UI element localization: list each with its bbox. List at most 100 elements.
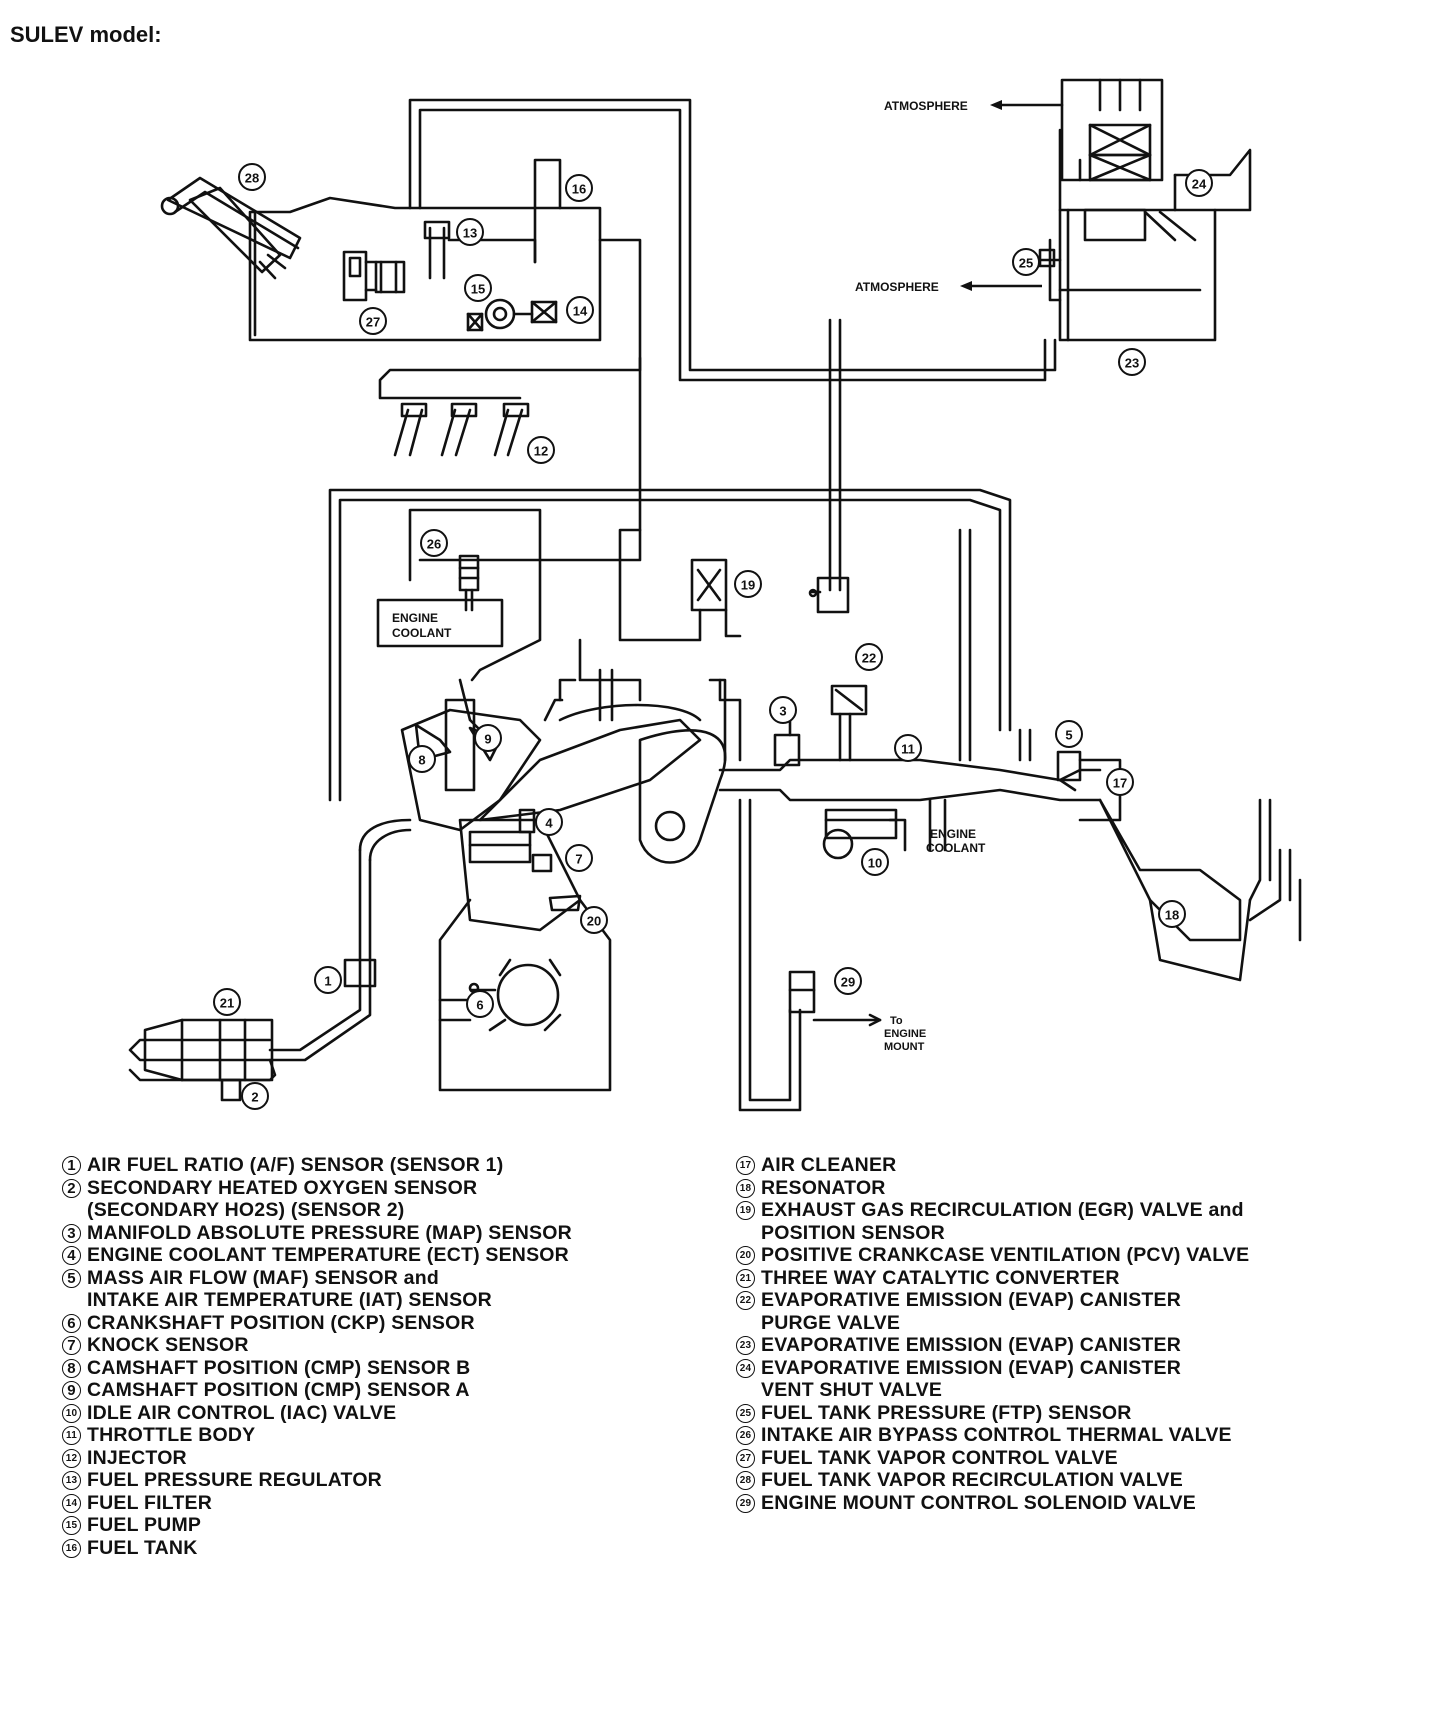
to-engine-mount-line2: ENGINE bbox=[884, 1028, 926, 1040]
legend-text: AIR CLEANER bbox=[761, 1154, 897, 1176]
legend-text: MANIFOLD ABSOLUTE PRESSURE (MAP) SENSOR bbox=[87, 1221, 572, 1244]
legend-item-3: 3 MANIFOLD ABSOLUTE PRESSURE (MAP) SENSOR bbox=[62, 1222, 572, 1245]
callout-number-8: 8 bbox=[418, 753, 425, 768]
legend-number: 1 bbox=[62, 1156, 81, 1175]
callout-number-6: 6 bbox=[476, 998, 483, 1013]
callout-circle-24 bbox=[1185, 169, 1213, 197]
callout-number-5: 5 bbox=[1065, 728, 1072, 743]
legend-number: 21 bbox=[736, 1268, 755, 1288]
legend-text: FUEL TANK bbox=[87, 1536, 198, 1559]
engine-coolant-box-line1: ENGINE bbox=[392, 611, 438, 625]
callout-circle-28 bbox=[238, 163, 266, 191]
callout-circle-19 bbox=[734, 570, 762, 598]
callout-circle-16 bbox=[565, 174, 593, 202]
legend-text: FUEL FILTER bbox=[87, 1491, 212, 1514]
legend-number: 8 bbox=[62, 1358, 81, 1378]
callout-circle-17 bbox=[1106, 768, 1134, 796]
callout-group: 1234567891011121314151617181920212223242… bbox=[213, 163, 1213, 1110]
legend-text: FUEL TANK VAPOR RECIRCULATION VALVE bbox=[761, 1469, 1183, 1491]
callout-circle-10 bbox=[861, 848, 889, 876]
legend-text: IDLE AIR CONTROL (IAC) VALVE bbox=[87, 1401, 397, 1424]
callout-number-20: 20 bbox=[587, 914, 601, 929]
legend-item-9: 9 CAMSHAFT POSITION (CMP) SENSOR A bbox=[62, 1379, 572, 1402]
legend-number: 5 bbox=[62, 1268, 81, 1288]
callout-number-7: 7 bbox=[575, 852, 582, 867]
to-engine-mount-line1: To bbox=[890, 1015, 903, 1027]
legend-number: 27 bbox=[736, 1448, 755, 1468]
callout-number-24: 24 bbox=[1192, 177, 1207, 192]
legend-item-16: 16 FUEL TANK bbox=[62, 1537, 572, 1560]
legend-text: EXHAUST GAS RECIRCULATION (EGR) VALVE an… bbox=[761, 1199, 1244, 1244]
legend-item-14: 14 FUEL FILTER bbox=[62, 1492, 572, 1515]
callout-circle-26 bbox=[420, 529, 448, 557]
legend-number: 24 bbox=[736, 1358, 755, 1378]
legend-number: 11 bbox=[62, 1426, 81, 1445]
callout-circle-12 bbox=[527, 436, 555, 464]
legend-text: FUEL TANK VAPOR CONTROL VALVE bbox=[761, 1446, 1118, 1469]
legend-number: 19 bbox=[736, 1201, 755, 1220]
callout-number-10: 10 bbox=[868, 856, 882, 871]
page-title: SULEV model: bbox=[10, 22, 162, 47]
legend-text: FUEL PRESSURE REGULATOR bbox=[87, 1469, 382, 1491]
legend-text: RESONATOR bbox=[761, 1176, 886, 1199]
callout-number-22: 22 bbox=[862, 651, 876, 666]
legend-text: FUEL PUMP bbox=[87, 1514, 202, 1536]
callout-number-2: 2 bbox=[251, 1090, 258, 1105]
legend-text: EVAPORATIVE EMISSION (EVAP) CANISTER PUR… bbox=[761, 1289, 1181, 1334]
legend-text: CAMSHAFT POSITION (CMP) SENSOR A bbox=[87, 1379, 470, 1401]
engine-coolant-iac-line1: ENGINE bbox=[930, 827, 976, 841]
legend-text: ENGINE COOLANT TEMPERATURE (ECT) SENSOR bbox=[87, 1244, 569, 1266]
legend-text: EVAPORATIVE EMISSION (EVAP) CANISTER bbox=[761, 1334, 1181, 1356]
legend-number: 29 bbox=[736, 1493, 755, 1513]
callout-circle-7 bbox=[565, 844, 593, 872]
legend-item-19: 19 EXHAUST GAS RECIRCULATION (EGR) VALVE … bbox=[736, 1199, 1249, 1244]
callout-circle-25 bbox=[1012, 248, 1040, 276]
legend-number: 16 bbox=[62, 1538, 81, 1558]
callout-number-15: 15 bbox=[471, 282, 485, 297]
legend-item-26: 26 INTAKE AIR BYPASS CONTROL THERMAL VALV… bbox=[736, 1424, 1249, 1447]
legend-text: INJECTOR bbox=[87, 1446, 187, 1469]
callout-number-3: 3 bbox=[779, 704, 786, 719]
callout-circle-29 bbox=[834, 967, 862, 995]
callout-circle-18 bbox=[1158, 900, 1186, 928]
callout-circle-8 bbox=[408, 745, 436, 773]
callout-number-13: 13 bbox=[463, 226, 477, 241]
legend-number: 6 bbox=[62, 1313, 81, 1333]
callout-number-23: 23 bbox=[1125, 356, 1139, 371]
legend-item-4: 4 ENGINE COOLANT TEMPERATURE (ECT) SENSOR bbox=[62, 1244, 572, 1267]
callout-number-4: 4 bbox=[545, 816, 553, 831]
callout-number-26: 26 bbox=[427, 537, 441, 552]
legend-number: 26 bbox=[736, 1426, 755, 1445]
legend-number: 20 bbox=[736, 1246, 755, 1265]
legend-number: 9 bbox=[62, 1381, 81, 1400]
legend-number: 10 bbox=[62, 1403, 81, 1423]
legend-number: 7 bbox=[62, 1336, 81, 1355]
legend-text: POSITIVE CRANKCASE VENTILATION (PCV) VAL… bbox=[761, 1244, 1250, 1266]
callout-number-28: 28 bbox=[245, 171, 259, 186]
callout-number-25: 25 bbox=[1019, 256, 1033, 271]
callout-circle-14 bbox=[566, 296, 594, 324]
callout-number-16: 16 bbox=[572, 182, 586, 197]
callout-circle-13 bbox=[456, 218, 484, 246]
legend-number: 14 bbox=[62, 1493, 81, 1513]
injectors-drawing bbox=[393, 402, 530, 457]
callout-circle-2 bbox=[241, 1082, 269, 1110]
legend-number: 3 bbox=[62, 1223, 81, 1243]
legend-text: INTAKE AIR BYPASS CONTROL THERMAL VALVE bbox=[761, 1424, 1232, 1446]
legend-number: 4 bbox=[62, 1246, 81, 1265]
